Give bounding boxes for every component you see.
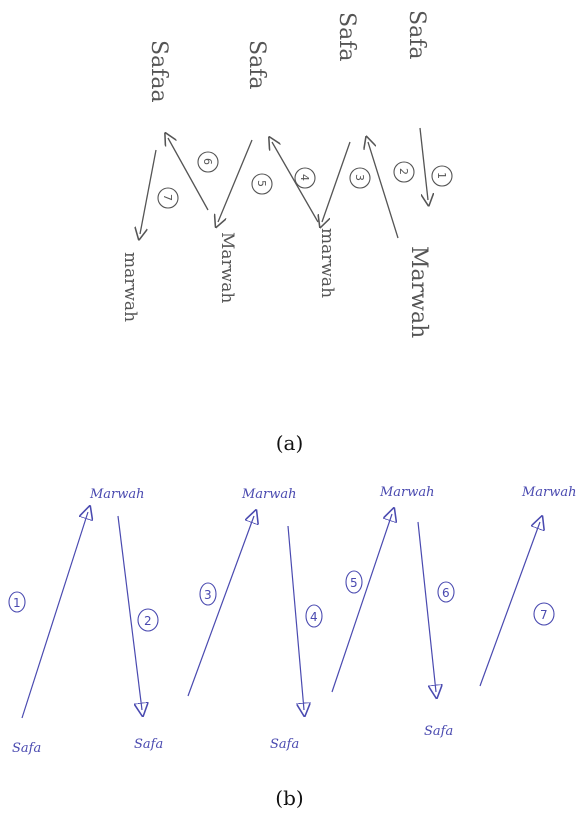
panel-b-step-circle-4 (305, 604, 323, 628)
panel-a-arrow-3 (322, 141, 351, 222)
panel-a-step-number-5: 5 (255, 180, 268, 187)
panel-b-top-label-3: Marwah (379, 485, 435, 500)
panel-b-bottom-label-1: Safa (12, 741, 41, 756)
panel-a-arrow-5 (218, 139, 253, 222)
panel-a-bottom-label-3: marwah (317, 228, 337, 298)
panel-a-step-circle-5 (251, 173, 273, 195)
panel-b-step-circle-6 (437, 581, 455, 603)
panel-b-arrow-6 (417, 521, 436, 692)
caption-b: (b) (275, 786, 304, 810)
panel-b-diagram: Marwah Marwah Marwah Marwah Safa Safa Sa… (0, 470, 579, 770)
panel-a-step-number-6: 6 (201, 158, 214, 165)
panel-b-step-circle-7 (533, 602, 555, 626)
panel-b-arrow-4 (287, 525, 304, 710)
panel-b-step-number-1: 1 (13, 596, 21, 610)
panel-a-step-circle-1 (431, 165, 453, 187)
panel-b-top-label-2: Marwah (241, 487, 297, 502)
panel-a-arrow-4 (272, 142, 319, 223)
panel-a-bottom-label-2: Marwah (217, 232, 237, 303)
panel-a-arrow-6 (168, 138, 209, 211)
panel-a-step-circle-3 (349, 167, 371, 189)
panel-a-step-number-3: 3 (353, 174, 366, 181)
panel-b-arrow-5 (331, 514, 392, 693)
panel-a-step-number-1: 1 (435, 172, 448, 179)
panel-b-step-circle-1 (8, 591, 26, 613)
panel-a-arrow-2 (368, 142, 399, 239)
panel-a-top-label-2: Safa (244, 40, 269, 89)
panel-a-step-circle-6 (197, 151, 219, 173)
panel-b-bottom-label-4: Safa (424, 724, 453, 739)
panel-a-top-label-1: Safaa (146, 40, 171, 103)
panel-b-arrow-3 (187, 516, 254, 697)
panel-a-step-circle-2 (393, 161, 415, 183)
panel-b-bottom-label-2: Safa (134, 737, 163, 752)
panel-b-step-circle-3 (199, 582, 217, 606)
panel-b-top-label-4: Marwah (521, 485, 577, 500)
panel-b-step-circle-2 (137, 608, 159, 632)
panel-a-arrow-7 (140, 149, 157, 234)
panel-a-step-circle-7 (157, 187, 179, 209)
panel-b-arrow-1 (21, 512, 88, 719)
panel-a-top-label-3: Safa (334, 12, 359, 61)
panel-b-step-circle-5 (345, 570, 363, 594)
panel-a-bottom-label-1: marwah (120, 252, 140, 322)
panel-a-svg: Safaa Safa Safa Safa marwah Marwah marwa… (120, 10, 453, 338)
panel-a-step-circle-4 (294, 167, 316, 189)
panel-a-step-number-7: 7 (161, 194, 174, 201)
panel-a-step-number-4: 4 (298, 174, 311, 181)
panel-a-step-number-2: 2 (397, 168, 410, 175)
caption-a: (a) (275, 431, 304, 455)
panel-b-arrow-2 (117, 515, 142, 710)
panel-b-svg: Marwah Marwah Marwah Marwah Safa Safa Sa… (8, 485, 577, 756)
panel-b-bottom-label-3: Safa (270, 737, 299, 752)
panel-b-arrow-7 (479, 522, 540, 687)
panel-b-step-number-7: 7 (540, 608, 548, 622)
panel-a-bottom-label-4: Marwah (406, 246, 431, 338)
panel-b-step-number-3: 3 (204, 588, 212, 602)
panel-a-arrow-1 (419, 127, 428, 200)
panel-a-top-label-4: Safa (404, 10, 429, 59)
panel-b-step-number-2: 2 (144, 614, 152, 628)
panel-b-step-number-4: 4 (310, 610, 318, 624)
panel-b-step-number-6: 6 (442, 586, 450, 600)
panel-b-step-number-5: 5 (350, 576, 358, 590)
panel-b-top-label-1: Marwah (89, 487, 145, 502)
panel-a-diagram: Safaa Safa Safa Safa marwah Marwah marwa… (120, 10, 453, 338)
